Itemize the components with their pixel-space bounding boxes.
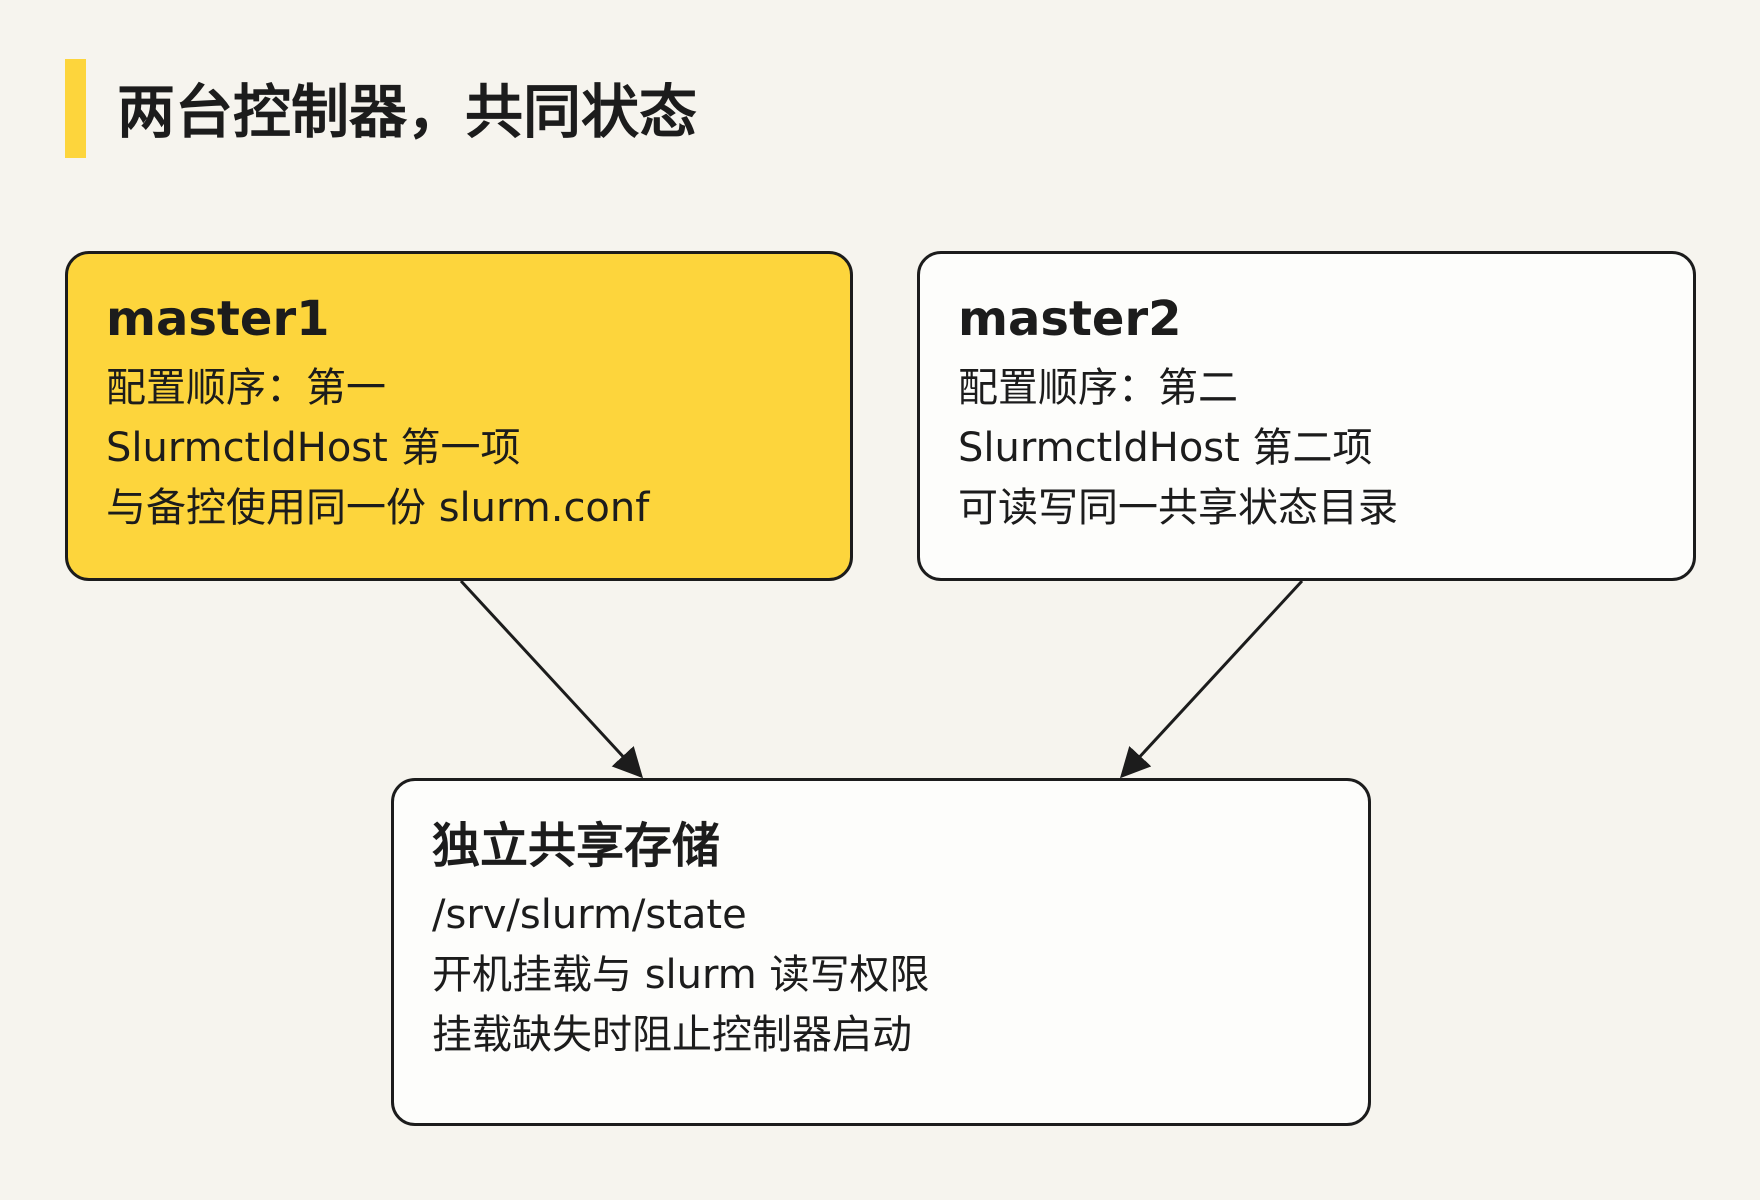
node-line: /srv/slurm/state — [432, 892, 747, 938]
node-master1: master1 配置顺序：第一 SlurmctldHost 第一项 与备控使用同… — [65, 251, 853, 581]
node-title: master2 — [958, 291, 1182, 347]
node-line: SlurmctldHost 第一项 — [106, 425, 521, 471]
node-line: SlurmctldHost 第二项 — [958, 425, 1373, 471]
node-line: 配置顺序：第一 — [106, 365, 386, 411]
node-title: 独立共享存储 — [432, 818, 721, 874]
node-shared-storage: 独立共享存储 /srv/slurm/state 开机挂载与 slurm 读写权限… — [391, 778, 1371, 1126]
page-title: 两台控制器，共同状态 — [117, 78, 698, 146]
node-line: 开机挂载与 slurm 读写权限 — [432, 952, 930, 998]
node-line: 可读写同一共享状态目录 — [958, 485, 1398, 531]
title-accent-bar — [65, 59, 86, 158]
node-line: 与备控使用同一份 slurm.conf — [106, 485, 650, 531]
node-line: 配置顺序：第二 — [958, 365, 1238, 411]
node-line: 挂载缺失时阻止控制器启动 — [432, 1012, 912, 1058]
node-title: master1 — [106, 291, 330, 347]
arrow-master1-to-storage — [459, 579, 644, 779]
node-master2: master2 配置顺序：第二 SlurmctldHost 第二项 可读写同一共… — [917, 251, 1696, 581]
arrow-master2-to-storage — [1119, 579, 1304, 779]
